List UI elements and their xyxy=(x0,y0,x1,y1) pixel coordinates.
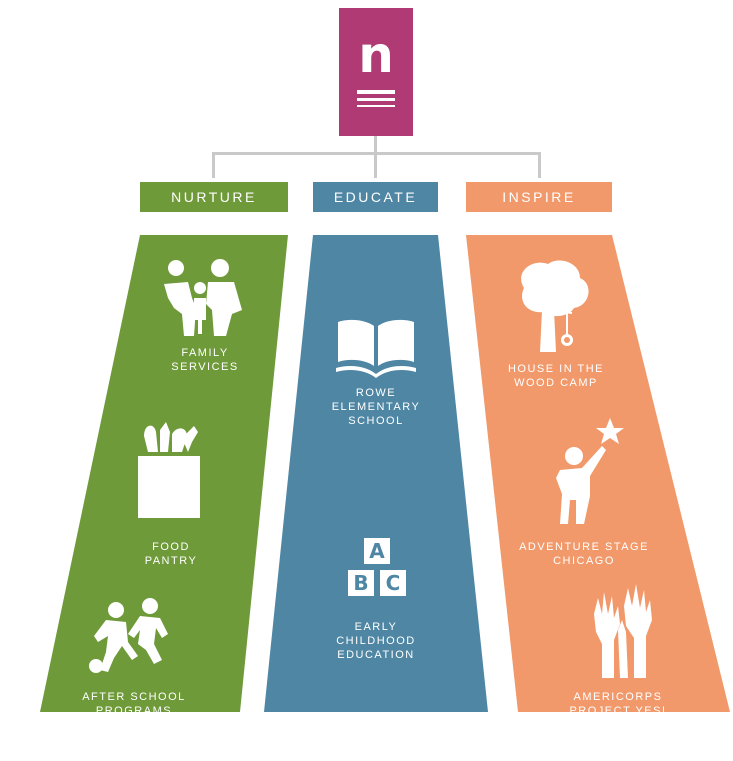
logo-underline xyxy=(357,90,395,94)
connector-line xyxy=(374,152,377,178)
logo-box: n xyxy=(339,8,413,136)
connector-line xyxy=(374,136,377,154)
educate-panel xyxy=(264,235,488,712)
food-pantry-label: FOOD PANTRY xyxy=(144,541,198,567)
nurture-heading: NURTURE xyxy=(140,182,288,212)
child-reaching-star-icon xyxy=(556,418,624,524)
house-in-the-wood-label: HOUSE IN THE WOOD CAMP xyxy=(507,363,605,389)
grocery-bag-icon xyxy=(138,422,200,518)
block-b: B xyxy=(348,570,374,596)
connector-line xyxy=(538,152,541,178)
family-services-label: FAMILY SERVICES xyxy=(171,347,239,373)
logo-underline xyxy=(357,98,395,101)
connector-line xyxy=(212,152,215,178)
family-icon xyxy=(164,259,242,336)
inspire-heading: INSPIRE xyxy=(466,182,612,212)
after-school-programs-label: AFTER SCHOOL PROGRAMS xyxy=(82,691,186,717)
inspire-panel xyxy=(466,235,730,712)
raised-hands-icon xyxy=(594,584,652,678)
educate-heading: EDUCATE xyxy=(313,182,438,212)
adventure-stage-label: ADVENTURE STAGE CHICAGO xyxy=(519,541,649,567)
early-childhood-label: EARLY CHILDHOOD EDUCATION xyxy=(336,621,416,661)
block-c: C xyxy=(380,570,406,596)
logo-underline xyxy=(357,105,395,107)
kids-playing-icon xyxy=(89,598,168,673)
logo-letter: n xyxy=(358,26,394,84)
block-a: A xyxy=(364,538,390,564)
americorps-label: AMERICORPS PROJECT YES! xyxy=(569,691,667,717)
rowe-elementary-label: ROWE ELEMENTARY SCHOOL xyxy=(331,387,421,427)
open-book-icon xyxy=(336,319,416,378)
tree-swing-icon xyxy=(521,260,589,352)
